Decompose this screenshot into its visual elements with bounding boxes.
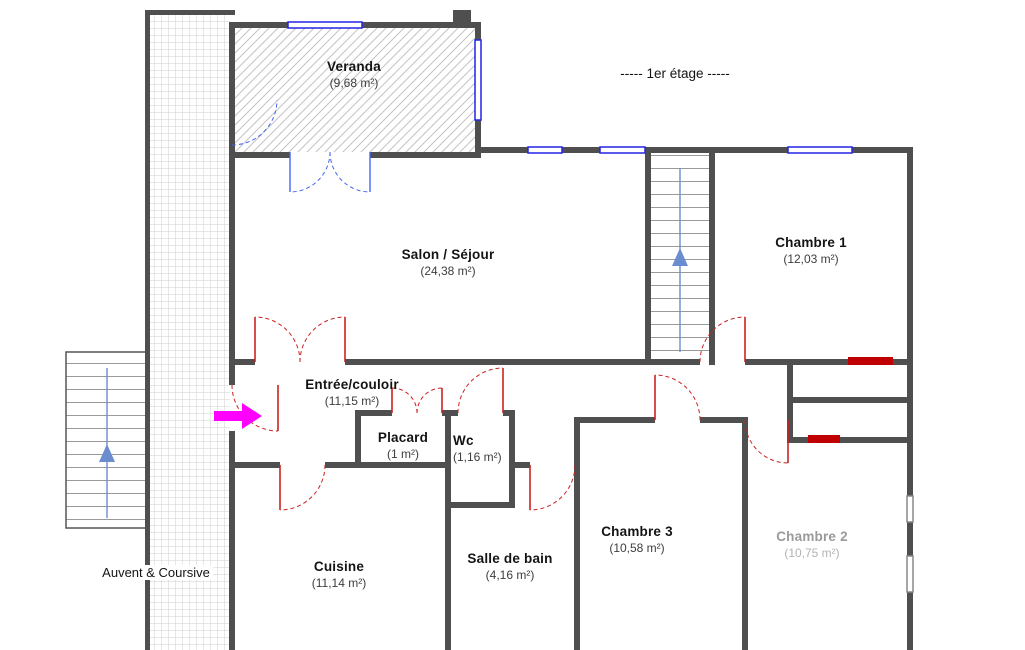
door-swing-icon (289, 151, 331, 193)
room-name: Salon / Séjour (401, 247, 495, 262)
room-name: Veranda (327, 59, 381, 74)
window-icon (474, 39, 482, 121)
floor-title: ----- 1er étage ----- (620, 66, 730, 81)
room-label-chambre2: Chambre 2 (10,75 m²) (776, 528, 848, 561)
room-label-auvent-coursive: Auvent & Coursive (99, 565, 213, 580)
room-name: Placard (377, 430, 429, 445)
entrance-arrow-icon (214, 403, 262, 429)
room-label-chambre1: Chambre 1 (12,03 m²) (775, 234, 847, 267)
window-icon (599, 146, 646, 154)
room-name: Chambre 2 (776, 529, 848, 544)
room-label-cuisine: Cuisine (11,14 m²) (312, 558, 366, 591)
door-swing-icon (699, 316, 746, 363)
door-swing-icon (231, 384, 279, 432)
doors (231, 316, 789, 511)
room-name: Wc (453, 433, 474, 448)
room-label-salle-de-bain: Salle de bain (4,16 m²) (467, 550, 552, 583)
red-wall-marks (808, 357, 893, 443)
window-icon (527, 146, 563, 154)
room-label-chambre3: Chambre 3 (10,58 m²) (601, 523, 673, 556)
room-name: Chambre 1 (775, 235, 847, 250)
stair-up-arrow-icon (672, 248, 688, 266)
room-name: Entrée/couloir (305, 377, 399, 392)
room-area: (10,58 m²) (609, 540, 665, 555)
window-icon (906, 495, 914, 523)
door-swing-icon (254, 316, 301, 363)
veranda-floor (235, 28, 475, 152)
walls (145, 10, 913, 650)
room-area: (12,03 m²) (783, 251, 839, 266)
windows (287, 21, 914, 593)
room-name: Chambre 3 (601, 524, 673, 539)
coursive-floor (150, 14, 230, 650)
veranda-doors (231, 99, 371, 193)
door-swing-icon (299, 316, 346, 363)
room-name: Salle de bain (467, 551, 553, 566)
staircase-interior (651, 153, 709, 359)
door-swing-icon (457, 367, 504, 414)
door-swing-icon (279, 464, 326, 511)
door-swing-icon (231, 99, 278, 146)
room-area: (24,38 m²) (420, 263, 476, 278)
room-name: Cuisine (313, 559, 365, 574)
room-area: (1 m²) (387, 446, 419, 461)
room-area: (10,75 m²) (784, 545, 840, 560)
window-icon (906, 555, 914, 593)
window-icon (287, 21, 363, 29)
room-label-placard: Placard (1 m²) (378, 429, 428, 462)
room-label-veranda: Veranda (9,68 m²) (327, 58, 381, 91)
door-swing-icon (654, 374, 701, 421)
room-label-entree: Entrée/couloir (11,15 m²) (305, 376, 399, 409)
room-label-wc: Wc (1,16 m²) (453, 432, 502, 465)
door-swing-icon (416, 387, 443, 414)
staircase-exterior (65, 351, 149, 529)
window-icon (787, 146, 853, 154)
stair-up-arrow-icon (99, 444, 115, 462)
room-area: (9,68 m²) (329, 75, 379, 90)
door-swing-icon (529, 464, 576, 511)
door-swing-icon (329, 151, 371, 193)
room-area: (11,14 m²) (311, 575, 367, 590)
room-area: (4,16 m²) (485, 567, 535, 582)
room-area: (11,15 m²) (324, 393, 380, 408)
door-swing-icon (744, 419, 789, 464)
room-label-salon: Salon / Séjour (24,38 m²) (402, 246, 495, 279)
room-area: (1,16 m²) (453, 449, 502, 464)
